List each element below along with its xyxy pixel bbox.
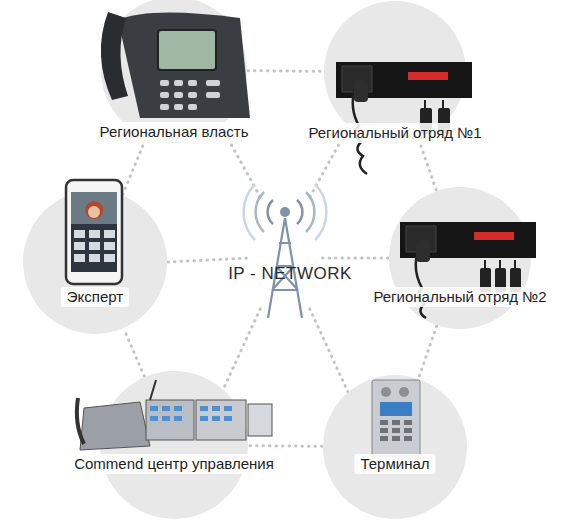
node-label: Региональная власть — [94, 122, 255, 142]
node-label: Региональный отряд №1 — [302, 123, 487, 143]
device-circle: Региональный отряд №1 — [323, 0, 467, 144]
dotted-connector — [419, 326, 437, 378]
circle-shape — [323, 375, 467, 519]
dotted-connector — [248, 69, 323, 73]
device-circle: Терминал — [322, 374, 468, 520]
circle-outline — [322, 374, 468, 520]
node-label: Эксперт — [61, 287, 129, 307]
device-circle: Commend центр управления — [99, 370, 249, 520]
circle-shape — [100, 371, 248, 519]
node-label: Терминал — [354, 454, 435, 474]
network-label: IP - NETWORK — [228, 264, 352, 284]
spoke-lines — [168, 128, 388, 392]
node-label: Региональный отряд №2 — [367, 287, 552, 307]
circle-outline — [22, 189, 168, 335]
dotted-connector — [124, 329, 144, 376]
device-circle: Региональная власть — [100, 0, 248, 144]
circle-outline — [99, 370, 249, 520]
device-circle: Эксперт — [22, 189, 168, 335]
circle-shape — [324, 1, 466, 143]
device-circle: Региональный отряд №2 — [388, 186, 532, 330]
node-label: Commend центр управления — [68, 454, 280, 474]
circle-shape — [389, 187, 531, 329]
dotted-connector — [249, 444, 322, 448]
dotted-connector — [419, 140, 436, 190]
circle-shape — [23, 190, 167, 334]
antenna-tower — [244, 184, 327, 318]
dotted-connector — [123, 138, 146, 194]
circle-outline — [388, 186, 532, 330]
